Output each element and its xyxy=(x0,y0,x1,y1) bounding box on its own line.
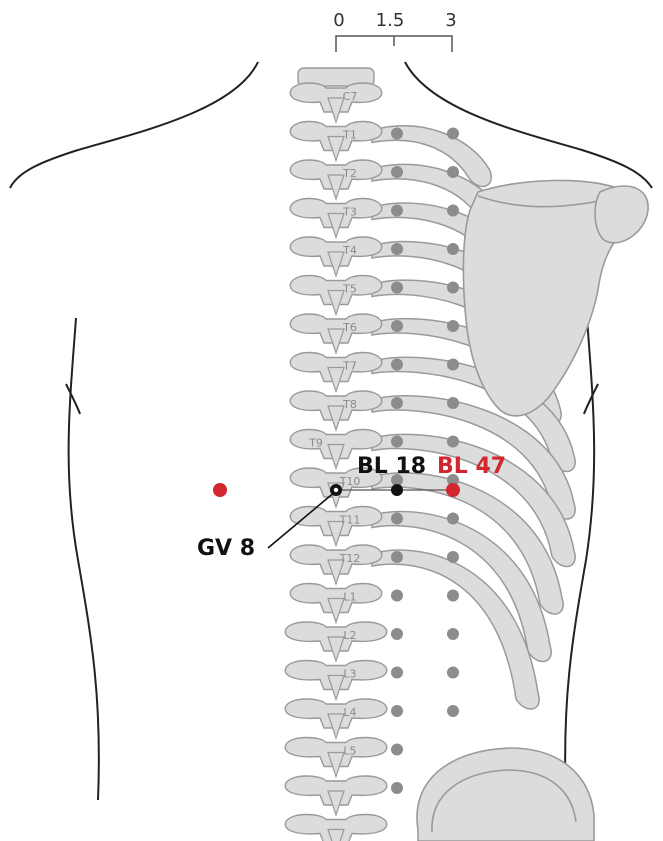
reference-dot-inner xyxy=(391,474,403,486)
vertebra xyxy=(284,659,388,702)
vertebra xyxy=(289,351,383,394)
vertebra xyxy=(289,313,383,355)
reference-dot-inner xyxy=(391,512,403,525)
reference-dot-outer xyxy=(447,435,459,448)
vertebra-label-t3: T3 xyxy=(342,206,357,219)
reference-dot-outer xyxy=(447,551,459,563)
vertebra xyxy=(289,236,383,278)
vertebra-label-t4: T4 xyxy=(342,244,357,257)
right-armpit-line xyxy=(583,383,599,415)
pelvis xyxy=(416,747,595,841)
bl47-left-point xyxy=(213,483,227,497)
spine xyxy=(284,67,388,841)
reference-dot-outer xyxy=(447,628,459,640)
reference-dot-inner xyxy=(391,397,403,409)
vertebra xyxy=(289,197,383,240)
bl18-point xyxy=(391,484,403,496)
gv8-label: GV 8 xyxy=(197,536,255,561)
vertebra xyxy=(284,698,388,740)
vertebra-label-t1: T1 xyxy=(342,129,357,142)
vertebra xyxy=(289,82,383,124)
left-armpit-line xyxy=(65,383,81,415)
reference-dot-outer xyxy=(447,397,459,409)
vertebra xyxy=(284,621,388,663)
vertebra xyxy=(289,274,383,317)
vertebra-label-t9: T9 xyxy=(308,437,323,450)
vertebra-label-t8: T8 xyxy=(342,398,357,411)
cervical-vertebra xyxy=(297,67,375,87)
bl47-point xyxy=(446,483,460,497)
reference-dot-outer xyxy=(447,705,459,717)
vertebra-label-t12: T12 xyxy=(339,552,361,565)
reference-dot-outer xyxy=(447,243,459,255)
reference-dot-inner xyxy=(391,243,403,255)
reference-dot-inner xyxy=(391,204,403,217)
vertebra-label-t7: T7 xyxy=(342,360,357,373)
vertebra xyxy=(289,428,383,471)
reference-dot-outer xyxy=(447,127,459,140)
reference-dot-outer xyxy=(447,666,459,679)
reference-dot-inner xyxy=(391,666,403,679)
vertebra-label-t5: T5 xyxy=(342,283,357,296)
body-outline xyxy=(9,61,653,801)
vertebra xyxy=(284,813,388,841)
right-shoulder-outline xyxy=(404,61,653,189)
vertebra xyxy=(284,736,388,779)
reference-dot-outer xyxy=(447,166,459,178)
vertebra xyxy=(289,505,383,548)
vertebra-label-c7: C7 xyxy=(343,90,358,103)
vertebra xyxy=(289,120,383,163)
reference-dot-inner xyxy=(391,782,403,794)
reference-dot-inner xyxy=(391,628,403,640)
gv8-point-inner xyxy=(333,487,339,493)
reference-dot-inner xyxy=(391,320,403,332)
reference-dot-inner xyxy=(391,127,403,140)
reference-dot-outer xyxy=(447,589,459,602)
reference-dot-outer xyxy=(447,320,459,332)
vertebra-label-t6: T6 xyxy=(342,321,357,334)
vertebra-label-t10: T10 xyxy=(339,475,361,488)
reference-dot-outer xyxy=(447,204,459,217)
scapula xyxy=(462,179,649,417)
reference-dot-inner xyxy=(391,358,403,371)
scale-bar xyxy=(335,35,453,52)
reference-dot-outer xyxy=(447,474,459,486)
reference-dot-outer xyxy=(447,512,459,525)
left-torso-outline xyxy=(67,317,100,801)
scale-tick-3: 3 xyxy=(445,10,456,31)
vertebra-label-t2: T2 xyxy=(342,167,357,180)
vertebra xyxy=(289,159,383,201)
vertebra-label-t11: T11 xyxy=(339,514,361,527)
gv8-leader-line xyxy=(267,490,337,549)
vertebra xyxy=(284,775,388,817)
scale-tick-1-5: 1.5 xyxy=(376,10,405,31)
left-shoulder-outline xyxy=(9,61,259,189)
reference-dot-inner xyxy=(391,589,403,602)
reference-dot-inner xyxy=(391,435,403,448)
vertebra xyxy=(289,582,383,625)
rib xyxy=(371,124,492,188)
reference-dot-inner xyxy=(391,743,403,756)
bl47-label: BL 47 xyxy=(437,454,506,479)
vertebra-label-l5: L5 xyxy=(343,745,356,758)
vertebra xyxy=(289,544,383,586)
reference-dot-outer xyxy=(447,281,459,294)
scale-tick-0: 0 xyxy=(333,10,344,31)
reference-dot-inner xyxy=(391,166,403,178)
reference-dot-inner xyxy=(391,705,403,717)
reference-dot-outer xyxy=(447,358,459,371)
reference-dot-inner xyxy=(391,551,403,563)
right-torso-outline xyxy=(564,317,596,801)
reference-dot-inner xyxy=(391,281,403,294)
reference-dots xyxy=(391,127,459,794)
bl18-label: BL 18 xyxy=(357,454,426,479)
vertebra xyxy=(289,390,383,432)
vertebra-label-l1: L1 xyxy=(343,591,356,604)
vertebra-label-l2: L2 xyxy=(343,629,356,642)
vertebra-label-l4: L4 xyxy=(343,706,356,719)
vertebra-label-l3: L3 xyxy=(343,668,356,681)
